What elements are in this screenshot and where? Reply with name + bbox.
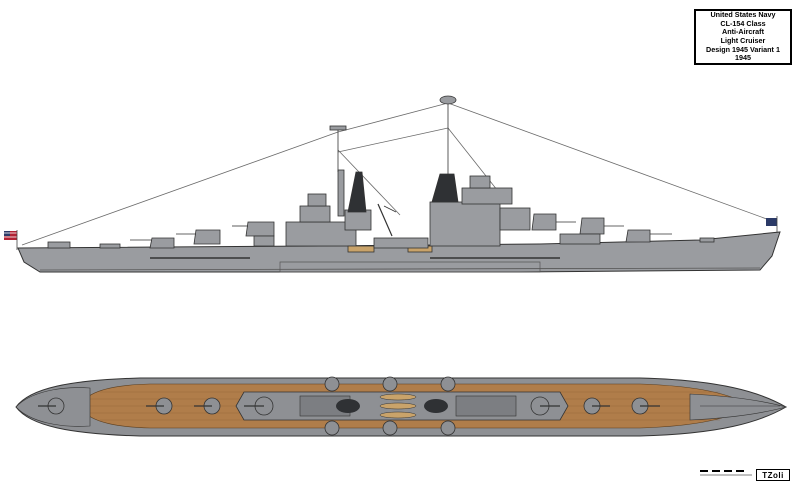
title-line-navy: United States Navy xyxy=(710,10,776,20)
turret-fwd-2 xyxy=(579,217,605,235)
turret-aft-3 xyxy=(245,221,275,237)
title-line-year: 1945 xyxy=(735,53,751,63)
title-block: United States Navy CL-154 Class Anti-Air… xyxy=(694,9,792,65)
radar-antenna xyxy=(439,95,457,105)
boat-1 xyxy=(347,245,375,253)
side-profile xyxy=(4,95,781,273)
signature-text: TZoli xyxy=(762,470,784,480)
forward-superstructure xyxy=(429,201,501,247)
aft-small-mount xyxy=(47,241,71,249)
waterline xyxy=(39,267,761,271)
forward-funnel-top xyxy=(424,399,448,413)
aft-funnel xyxy=(347,171,367,213)
turret-aft-2 xyxy=(193,229,221,245)
main-mast xyxy=(337,169,345,217)
turret-fwd-1 xyxy=(531,213,557,231)
stern-flag xyxy=(4,231,17,240)
title-line-type: Light Cruiser xyxy=(720,36,766,45)
title-line-class: CL-154 Class xyxy=(720,18,766,28)
title-line-role: Anti-Aircraft xyxy=(722,27,764,37)
forward-funnel xyxy=(431,173,459,203)
artist-signature: TZoli xyxy=(756,469,790,481)
jack-flag xyxy=(766,218,777,226)
title-line-design: Design 1945 Variant 1 xyxy=(706,44,780,54)
top-view xyxy=(15,376,788,437)
aft-superstructure xyxy=(285,221,357,247)
turret-aft-1 xyxy=(149,237,175,249)
turret-fwd-3 xyxy=(625,229,651,243)
aft-funnel-top xyxy=(336,399,360,413)
scale-bar xyxy=(700,470,752,476)
rigging-lines xyxy=(21,102,776,246)
